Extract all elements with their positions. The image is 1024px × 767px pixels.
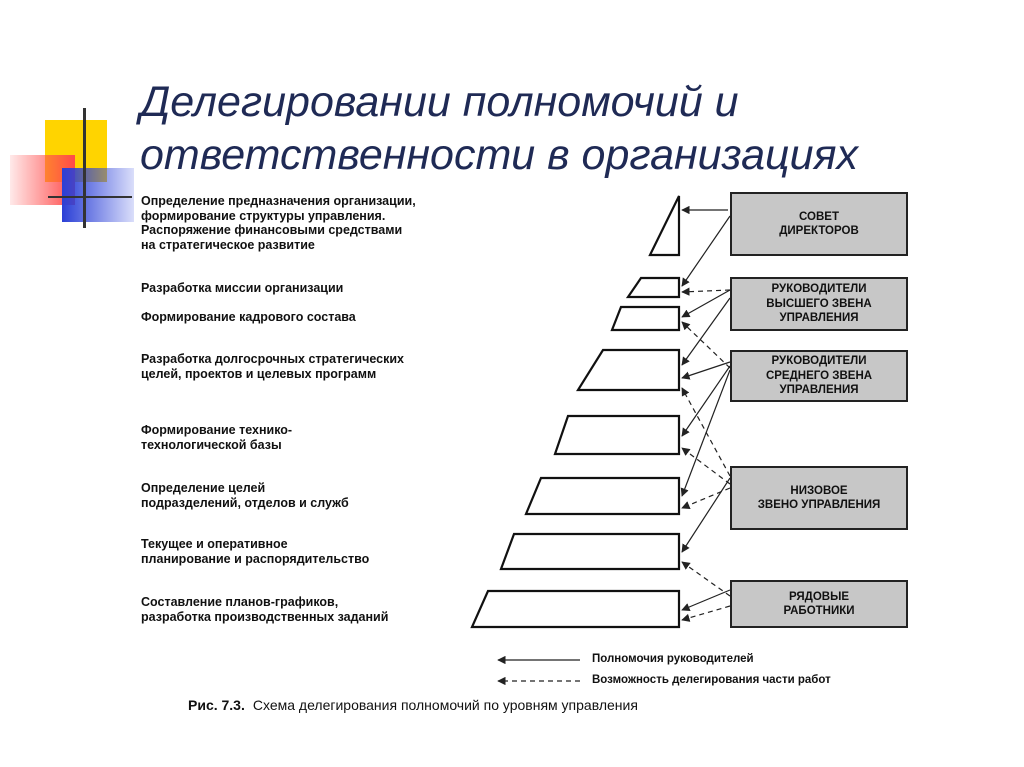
pyramid-level-8 [472,591,679,627]
figure-caption-text: Схема делегирования полномочий по уровня… [253,697,638,713]
delegation-arrow [682,488,730,508]
role-text-line: СОВЕТ [799,210,839,225]
figure-caption-label: Рис. 7.3. [188,697,245,713]
role-text-line: ВЫСШЕГО ЗВЕНА [766,297,871,312]
role-text-line: НИЗОВОЕ [790,484,847,499]
delegation-arrow [682,606,730,620]
authority-arrow [682,590,730,610]
legend-authority-label: Полномочия руководителей [592,653,754,665]
role-top-managers: РУКОВОДИТЕЛИ ВЫСШЕГО ЗВЕНА УПРАВЛЕНИЯ [730,277,908,331]
role-text-line: СРЕДНЕГО ЗВЕНА [766,369,872,384]
role-text-line: УПРАВЛЕНИЯ [780,383,859,398]
pyramid-level-3 [612,307,679,330]
pyramid-level-2 [628,278,679,297]
authority-arrow [682,216,730,286]
role-middle-managers: РУКОВОДИТЕЛИ СРЕДНЕГО ЗВЕНА УПРАВЛЕНИЯ [730,350,908,402]
role-rank-and-file-workers: РЯДОВЫЕ РАБОТНИКИ [730,580,908,628]
authority-arrow [682,298,730,365]
role-board-of-directors: СОВЕТ ДИРЕКТОРОВ [730,192,908,256]
authority-arrow [682,290,730,317]
delegation-arrow [682,290,730,292]
role-lower-management: НИЗОВОЕ ЗВЕНО УПРАВЛЕНИЯ [730,466,908,530]
role-text-line: РУКОВОДИТЕЛИ [772,354,867,369]
pyramid-level-6 [526,478,679,514]
role-text-line: РУКОВОДИТЕЛИ [772,282,867,297]
role-text-line: ЗВЕНО УПРАВЛЕНИЯ [758,498,881,513]
pyramid-level-4 [578,350,679,390]
pyramid-level-1 [650,196,679,255]
delegation-arrow [682,562,730,596]
role-text-line: РАБОТНИКИ [783,604,854,619]
legend-delegation-label: Возможность делегирования части работ [592,674,831,686]
pyramid-level-5 [555,416,679,454]
role-text-line: УПРАВЛЕНИЯ [780,311,859,326]
delegation-arrow [682,322,730,368]
authority-arrow [682,478,730,552]
figure-caption: Рис. 7.3. Схема делегирования полномочий … [188,697,638,713]
pyramid-level-7 [501,534,679,569]
role-text-line: ДИРЕКТОРОВ [779,224,859,239]
role-text-line: РЯДОВЫЕ [789,590,849,605]
